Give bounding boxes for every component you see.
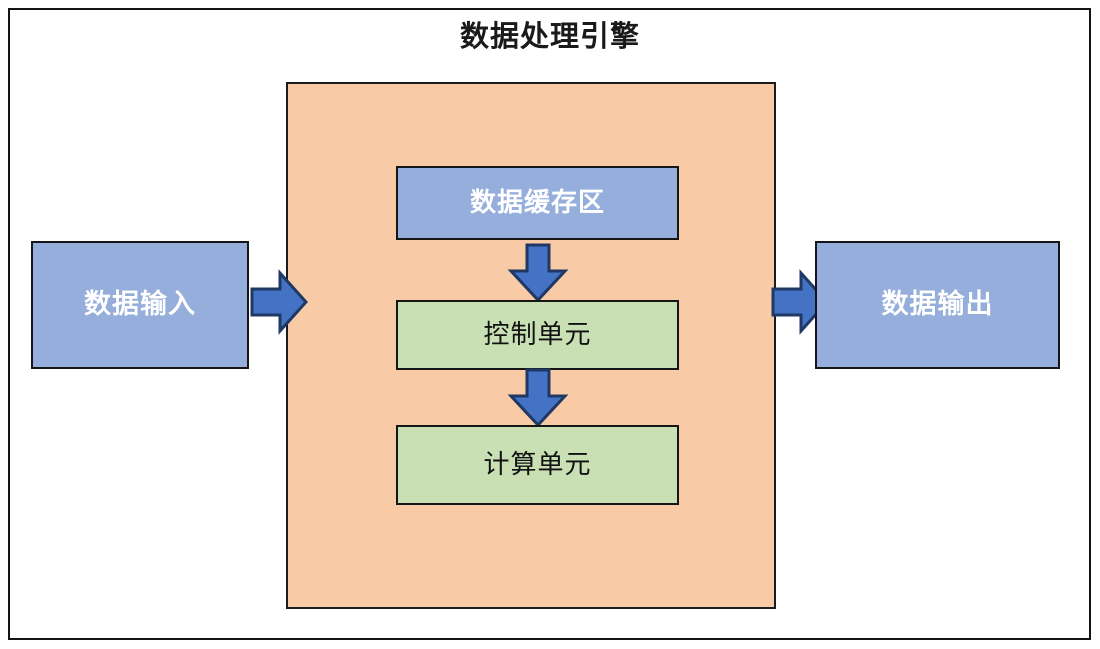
- node-compute-unit[interactable]: 计算单元: [396, 425, 679, 505]
- node-data-output[interactable]: 数据输出: [815, 241, 1060, 369]
- node-data-cache[interactable]: 数据缓存区: [396, 166, 679, 240]
- page-title: 数据处理引擎: [459, 21, 640, 53]
- arrow-down-cache-to-control-icon: [503, 243, 573, 303]
- node-compute-unit-label: 计算单元: [483, 449, 592, 480]
- node-data-cache-label: 数据缓存区: [469, 187, 605, 218]
- node-data-input[interactable]: 数据输入: [31, 241, 249, 369]
- arrow-right-input-to-engine-icon: [250, 267, 308, 337]
- node-control-unit-label: 控制单元: [483, 319, 592, 350]
- node-data-output-label: 数据输出: [881, 289, 994, 320]
- arrow-right-engine-to-output-icon: [771, 267, 829, 337]
- arrow-down-control-to-compute-icon: [503, 368, 573, 428]
- node-control-unit[interactable]: 控制单元: [396, 300, 679, 370]
- node-data-input-label: 数据输入: [84, 289, 196, 320]
